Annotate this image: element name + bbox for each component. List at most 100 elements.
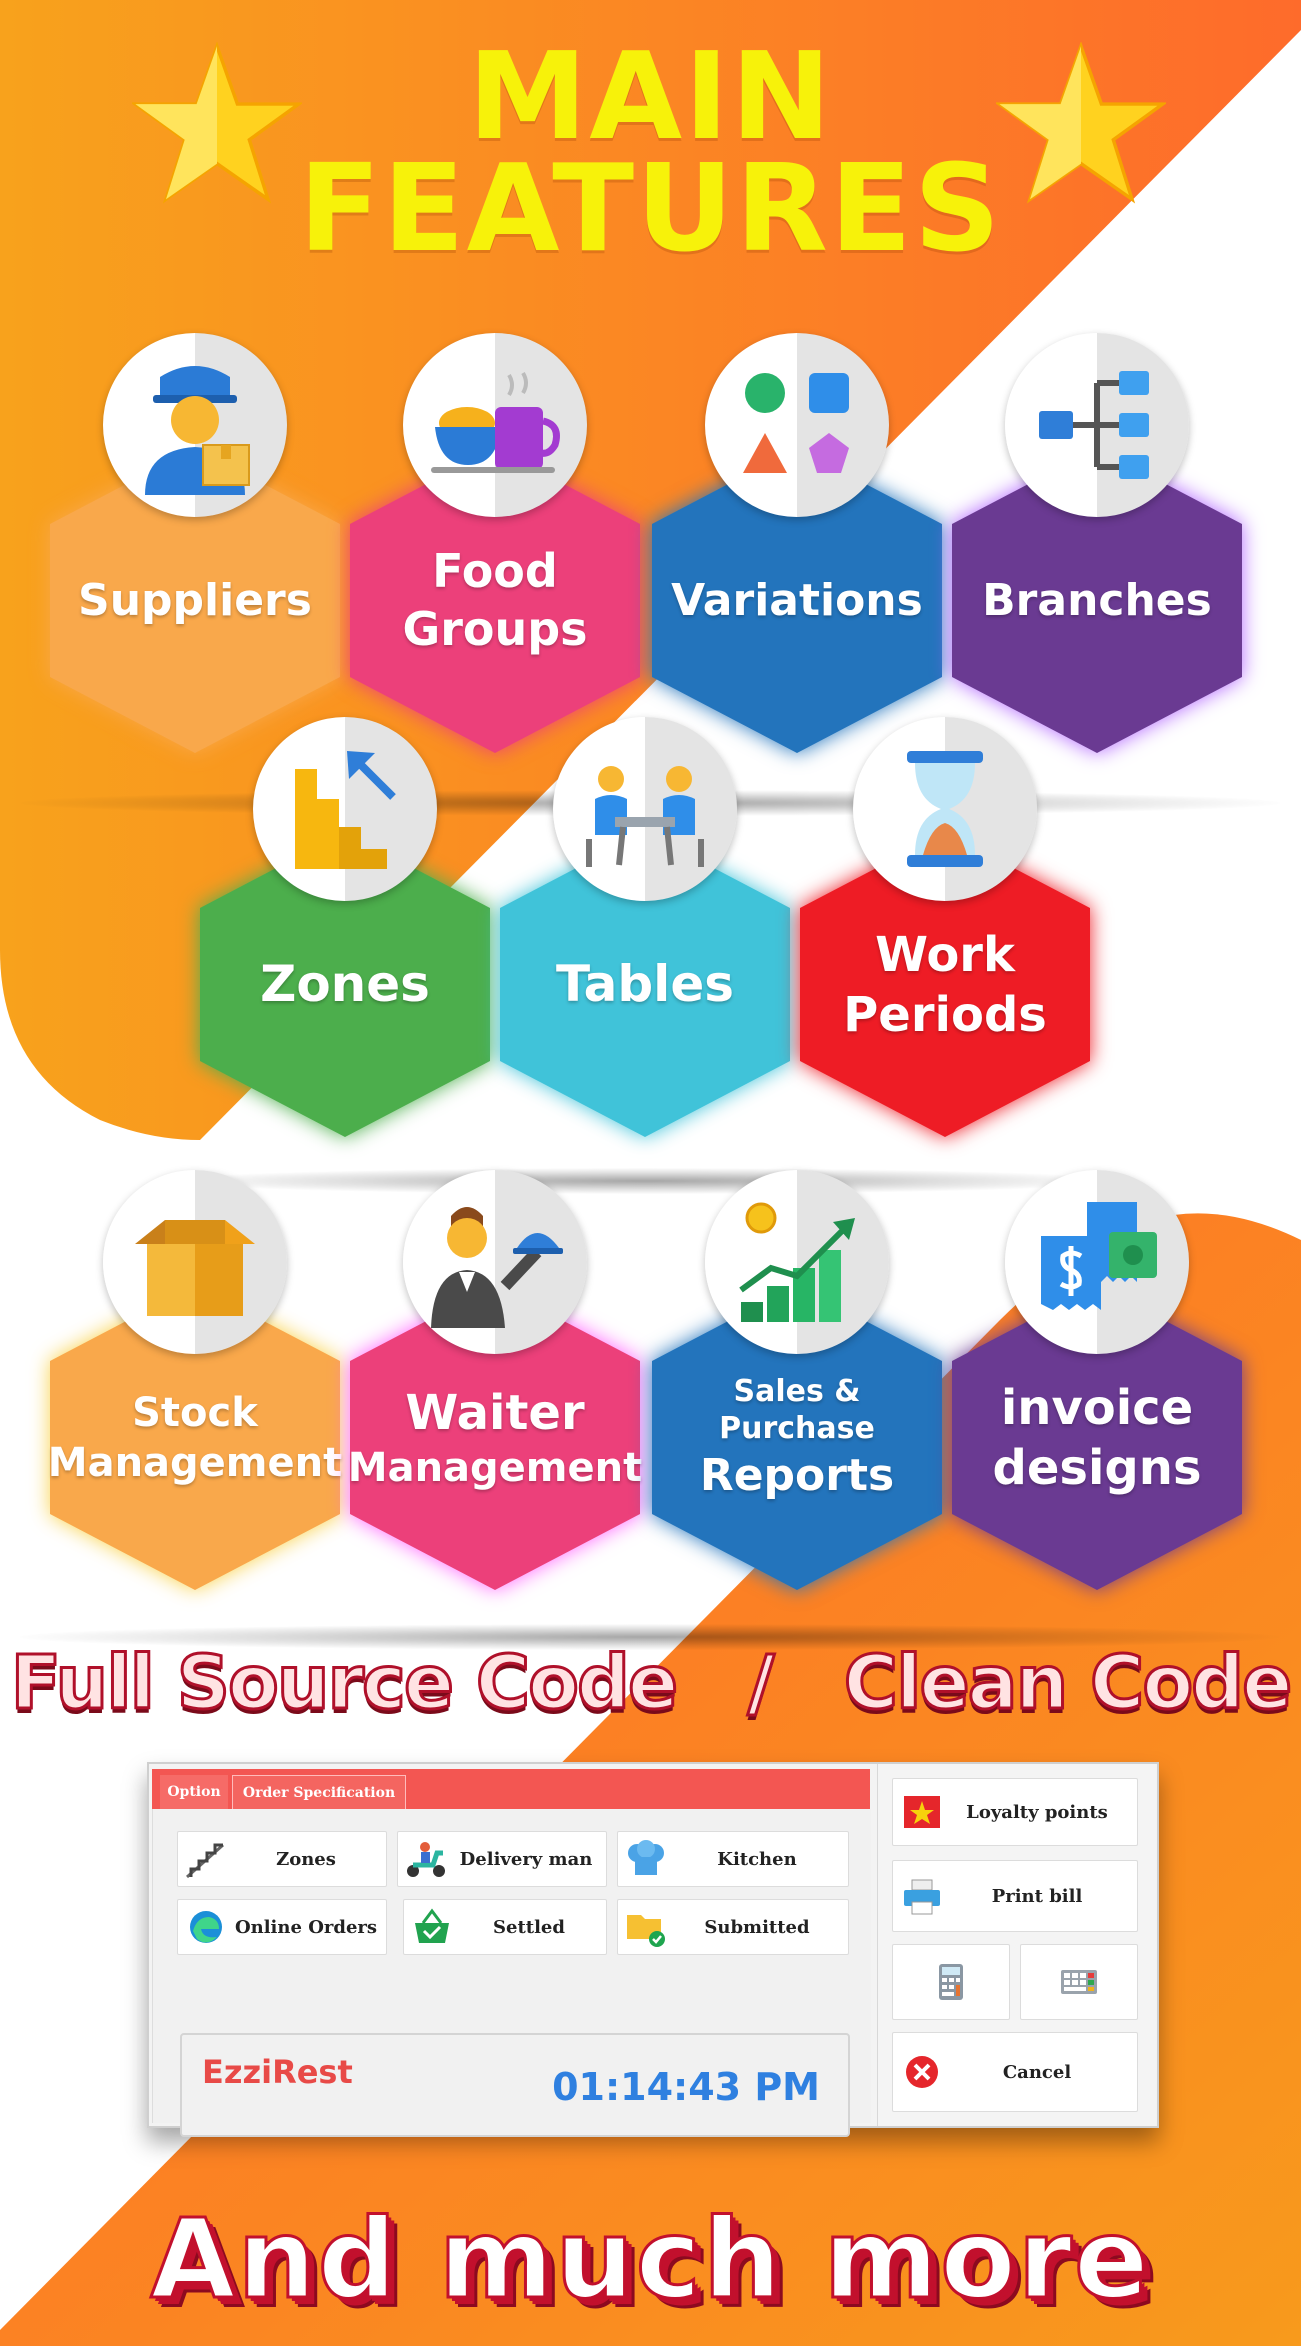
close-circle-icon xyxy=(906,2056,938,2088)
hexagon-shape xyxy=(952,1285,1242,1590)
edge-browser-icon xyxy=(190,1911,222,1943)
hourglass-icon xyxy=(907,751,983,867)
app-side-panel: Loyalty points Print bill Cancel xyxy=(877,1764,1156,2126)
feature-label-line1: Zones xyxy=(260,955,430,1014)
hierarchy-icon xyxy=(1039,371,1149,479)
zones-button[interactable]: Zones xyxy=(177,1831,387,1887)
feature-label-line1: Stock xyxy=(132,1389,258,1436)
tab-option[interactable]: Option xyxy=(160,1775,228,1809)
folder-check-icon xyxy=(627,1915,665,1947)
row-shadow xyxy=(170,1168,1120,1194)
delivery-man-button-label: Delivery man xyxy=(459,1848,593,1870)
feature-label-line1: Sales & Purchase xyxy=(719,1373,875,1447)
loyalty-points-button[interactable]: Loyalty points xyxy=(892,1778,1138,1846)
hexagon-shape xyxy=(350,1285,640,1590)
feature-label-line1: Branches xyxy=(982,575,1212,626)
hexagon-shape xyxy=(50,448,340,753)
feature-label-line1: invoice xyxy=(1000,1379,1194,1436)
loyalty-points-label: Loyalty points xyxy=(966,1801,1108,1823)
star-icon xyxy=(132,42,302,204)
feature-label-line1: Suppliers xyxy=(78,575,312,626)
and-much-more-text: And much more xyxy=(149,2194,1151,2325)
feature-suppliers: Suppliers xyxy=(50,333,340,753)
source-code-banner: Full Source Code / Clean Code xyxy=(0,1639,1301,1740)
growth-chart-icon xyxy=(739,1202,855,1322)
feature-branches: Branches xyxy=(952,333,1242,753)
app-main-panel: Option Order Specification Zones Deliver… xyxy=(149,1764,871,2137)
star-icon xyxy=(996,42,1166,204)
online-orders-button[interactable]: Online Orders xyxy=(177,1899,387,1955)
box-icon xyxy=(135,1220,255,1316)
food-bowl-cup-icon xyxy=(431,371,560,473)
tab-content: Zones Delivery man Kitchen Online Orders… xyxy=(152,1809,871,2137)
app-window: Option Order Specification Zones Deliver… xyxy=(147,1762,1159,2137)
hexagon-shape xyxy=(800,832,1090,1137)
tab-bar: Option Order Specification xyxy=(152,1769,870,1810)
submitted-button-label: Submitted xyxy=(704,1916,810,1938)
tab-order-specification[interactable]: Order Specification xyxy=(232,1775,406,1810)
hexagon-shape xyxy=(350,448,640,753)
banner-left-text: Full Source Code xyxy=(9,1639,679,1728)
print-bill-button[interactable]: Print bill xyxy=(892,1860,1138,1932)
delivery-man-button[interactable]: Delivery man xyxy=(397,1831,607,1887)
calculator-button[interactable] xyxy=(892,1944,1010,2020)
brand-name: EzziRest xyxy=(202,2053,353,2091)
feature-label-line1: Work xyxy=(875,926,1015,983)
online-orders-button-label: Online Orders xyxy=(234,1916,378,1938)
feature-label-line2: Periods xyxy=(843,986,1047,1043)
invoice-icon xyxy=(1041,1202,1157,1310)
feature-label-line1: Waiter xyxy=(405,1384,585,1441)
row-shadow xyxy=(20,1624,1280,1650)
feature-label-line1: Food xyxy=(432,544,558,598)
feature-label-line1: Variations xyxy=(671,575,923,626)
hexagon-shape xyxy=(50,1285,340,1590)
stairs-icon xyxy=(295,751,396,869)
banner-right-text: Clean Code xyxy=(842,1639,1294,1728)
feature-label-line2: Management xyxy=(347,1444,643,1491)
keypad-button[interactable] xyxy=(1020,1944,1138,2020)
feature-label-line2: Reports xyxy=(699,1449,895,1501)
cancel-button[interactable]: Cancel xyxy=(892,2032,1138,2112)
hexagon-shape xyxy=(652,448,942,753)
feature-label-line2: Groups xyxy=(402,601,588,656)
delivery-man-icon xyxy=(145,366,250,495)
scooter-icon xyxy=(407,1842,445,1877)
title-line-2: FEATURES xyxy=(298,140,1003,279)
feature-label-line2: designs xyxy=(992,1439,1202,1496)
calculator-icon xyxy=(939,1964,963,2000)
feature-label-line1: Tables xyxy=(555,955,734,1014)
star-flag-icon xyxy=(904,1796,940,1828)
print-bill-label: Print bill xyxy=(991,1885,1083,1907)
settled-button[interactable]: Settled xyxy=(403,1899,607,1955)
printer-icon xyxy=(904,1879,940,1915)
kitchen-button-label: Kitchen xyxy=(717,1848,797,1870)
submitted-button[interactable]: Submitted xyxy=(617,1899,849,1955)
waiter-icon xyxy=(431,1207,563,1328)
basket-icon xyxy=(415,1908,449,1943)
hexagon-shape xyxy=(200,832,490,1137)
feature-zones: Zones xyxy=(200,717,490,1137)
stairs-icon xyxy=(186,1843,224,1879)
feature-label-line2: Management xyxy=(47,1439,343,1486)
feature-variations: Variations xyxy=(652,333,942,753)
kitchen-button[interactable]: Kitchen xyxy=(617,1831,849,1887)
feature-tables: Tables xyxy=(500,717,790,1137)
cancel-label: Cancel xyxy=(1002,2061,1072,2083)
shapes-icon xyxy=(743,373,849,473)
clock-display: 01:14:43 PM xyxy=(552,2065,820,2109)
hexagon-shape xyxy=(652,1285,942,1590)
hexagon-shape xyxy=(952,448,1242,753)
chef-hat-icon xyxy=(628,1840,664,1875)
title-line-1: MAIN xyxy=(467,28,834,167)
status-panel: EzziRest 01:14:43 PM xyxy=(180,2033,850,2137)
banner-separator: / xyxy=(746,1639,776,1728)
settled-button-label: Settled xyxy=(493,1916,565,1938)
zones-button-label: Zones xyxy=(276,1848,336,1870)
meeting-table-icon xyxy=(586,766,704,867)
